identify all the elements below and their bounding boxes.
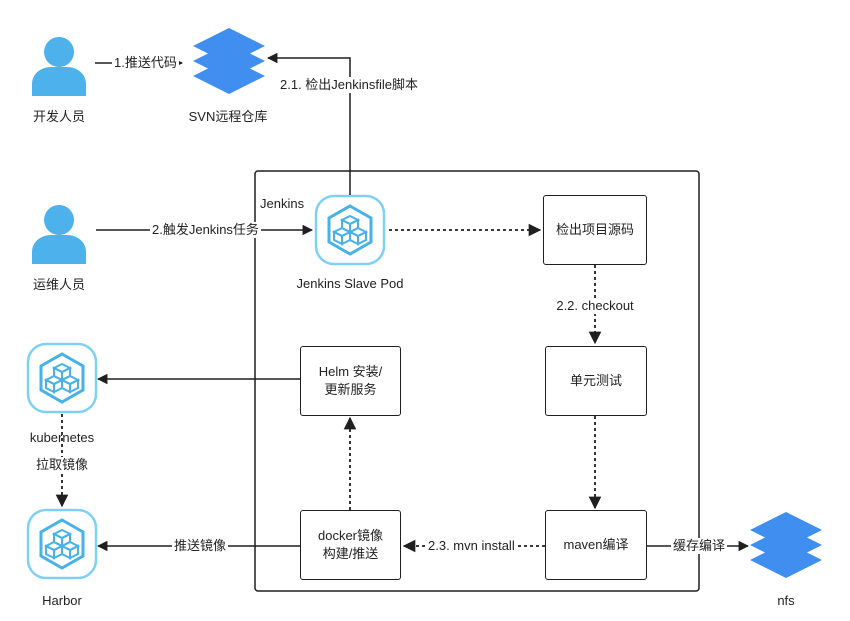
kubernetes-icon — [26, 342, 98, 414]
jenkins-container-label: Jenkins — [260, 196, 305, 211]
checkout-source-text: 检出项目源码 — [555, 222, 634, 237]
edge-label-pull-image: 拉取镜像 — [33, 457, 91, 473]
kubernetes-label: kubernetes — [29, 430, 95, 445]
jenkins-slave-pod-label: Jenkins Slave Pod — [296, 276, 404, 291]
docker-build-box: docker镜像 构建/推送 — [300, 510, 401, 580]
unit-test-text: 单元测试 — [569, 373, 622, 388]
jenkins-slave-pod-icon — [314, 194, 386, 266]
harbor-label: Harbor — [42, 593, 82, 608]
nfs-storage-icon — [750, 512, 822, 578]
unit-test-box: 单元测试 — [545, 346, 647, 416]
developer-icon — [32, 37, 86, 96]
edge-label-checkout-jenkinsfile: 2.1. 检出Jenkinsfile脚本 — [278, 77, 420, 93]
developer-label: 开发人员 — [32, 109, 86, 124]
nfs-label: nfs — [777, 593, 795, 608]
svn-repo-label: SVN远程仓库 — [188, 109, 268, 124]
ops-label: 运维人员 — [32, 277, 86, 292]
harbor-icon — [26, 508, 98, 580]
docker-build-text-line1: docker镜像 — [317, 528, 384, 543]
maven-build-box: maven编译 — [545, 510, 647, 580]
edge-label-push-image: 推送镜像 — [172, 538, 229, 554]
edge-checkout-jenkinsfile — [266, 52, 351, 195]
edge-label-cache-build: 缓存编译 — [671, 538, 728, 554]
edge-label-push-code: 1.推送代码 — [112, 55, 179, 71]
edge-label-checkout: 2.2. checkout — [554, 298, 636, 314]
maven-build-text: maven编译 — [563, 537, 629, 552]
checkout-source-box: 检出项目源码 — [543, 195, 647, 265]
helm-box: Helm 安装/ 更新服务 — [300, 346, 401, 416]
helm-text-line1: Helm 安装/ — [318, 364, 383, 379]
edge-label-trigger: 2.触发Jenkins任务 — [150, 222, 261, 238]
helm-text-line2: 更新服务 — [324, 382, 377, 397]
ops-icon — [32, 205, 86, 264]
jenkins-container — [254, 170, 700, 592]
svn-repo-icon — [193, 28, 265, 94]
edge-label-mvn-install: 2.3. mvn install — [426, 538, 517, 554]
docker-build-text-line2: 构建/推送 — [322, 546, 379, 561]
